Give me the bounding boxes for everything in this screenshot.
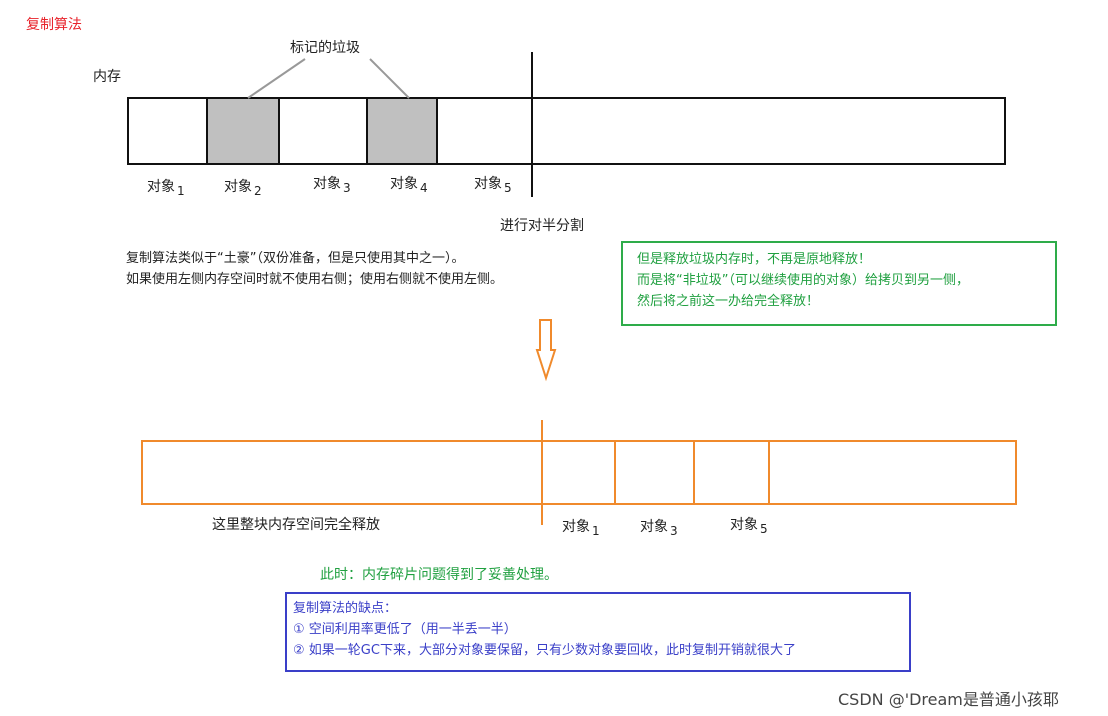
green-note-line-3: 然后将之前这一办给完全释放！ — [637, 294, 820, 309]
garbage-label: 标记的垃圾 — [290, 40, 360, 56]
watermark: CSDN @'Dream是普通小孩耶 — [838, 690, 1059, 709]
description: 复制算法类似于“土豪”（双份准备，但是只使用其中之一）。 如果使用左侧内存空间时… — [126, 248, 503, 290]
drawbacks-title: 复制算法的缺点： — [293, 601, 398, 616]
garbage-pointer-left — [247, 58, 306, 99]
memory-label: 内存 — [93, 69, 121, 85]
description-line-2: 如果使用左侧内存空间时就不使用右侧；使用右侧就不使用左侧。 — [126, 272, 504, 287]
drawback-item-1: ① 空间利用率更低了（用一半丢一半） — [293, 622, 517, 637]
garbage-block-object-2 — [206, 97, 280, 165]
garbage-block-object-4 — [366, 97, 438, 165]
drawbacks-box: 复制算法的缺点： ① 空间利用率更低了（用一半丢一半） ② 如果一轮GC下来，大… — [285, 592, 911, 672]
green-note-box: 但是释放垃圾内存时，不再是原地释放！ 而是将“非垃圾”（可以继续使用的对象）给拷… — [621, 241, 1057, 326]
fragment-note: 此时：内存碎片问题得到了妥善处理。 — [320, 567, 558, 583]
description-line-1: 复制算法类似于“土豪”（双份准备，但是只使用其中之一）。 — [126, 251, 465, 266]
down-arrow-icon — [535, 319, 557, 382]
object-block-bottom-3 — [614, 440, 695, 505]
release-label: 这里整块内存空间完全释放 — [212, 517, 380, 533]
garbage-pointer-right — [369, 58, 410, 99]
drawback-item-2: ② 如果一轮GC下来，大部分对象要保留，只有少数对象要回收，此时复制开销就很大了 — [293, 643, 796, 658]
memory-bar-bottom — [141, 440, 1017, 505]
green-note-line-2: 而是将“非垃圾”（可以继续使用的对象）给拷贝到另一侧， — [637, 273, 969, 288]
diagram-title: 复制算法 — [26, 17, 82, 33]
split-line-bottom — [541, 420, 543, 525]
divider-bottom-5 — [768, 440, 770, 505]
split-label: 进行对半分割 — [500, 218, 584, 234]
green-note-line-1: 但是释放垃圾内存时，不再是原地释放！ — [637, 252, 872, 267]
